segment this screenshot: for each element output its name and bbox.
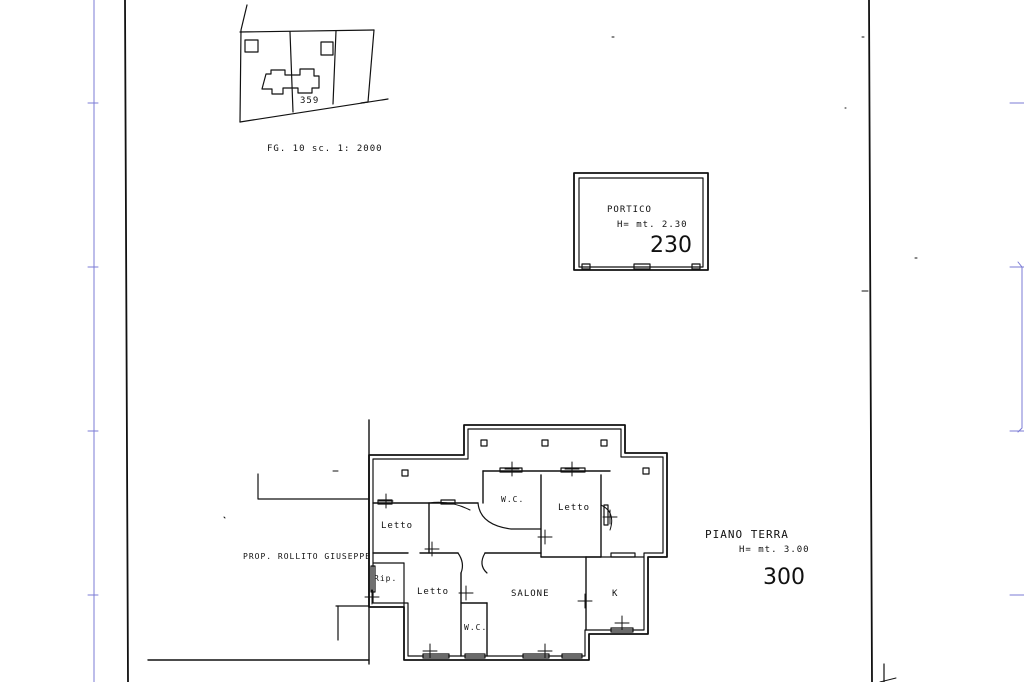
owner-label: PROP. ROLLITO GIUSEPPE: [243, 552, 371, 561]
room-salone: SALONE: [511, 589, 550, 599]
sheet-border: [87, 0, 1024, 683]
ground-floor-height: H= mt. 3.00: [739, 545, 810, 555]
ground-floor-plan: [147, 419, 668, 665]
room-kitchen: K: [612, 589, 619, 599]
portico-code: 230: [650, 233, 692, 258]
parcel-number: 359: [300, 96, 320, 106]
room-letto-3: Letto: [417, 587, 450, 597]
scan-specks: [223, 36, 918, 519]
location-caption: FG. 10 sc. 1: 2000: [267, 144, 383, 154]
portico-plan: [573, 172, 709, 271]
room-ripostiglio: Rip.: [374, 574, 398, 583]
room-letto-2: Letto: [558, 503, 591, 513]
room-letto-1: Letto: [381, 521, 414, 531]
room-wc-2: W.C.: [464, 623, 488, 632]
ground-floor-code: 300: [763, 565, 805, 590]
portico-name: PORTICO: [607, 205, 652, 215]
portico-height: H= mt. 2.30: [617, 220, 688, 230]
location-plan: [239, 4, 389, 123]
room-wc-1: W.C.: [501, 495, 525, 504]
ground-floor-title: PIANO TERRA: [705, 528, 789, 541]
